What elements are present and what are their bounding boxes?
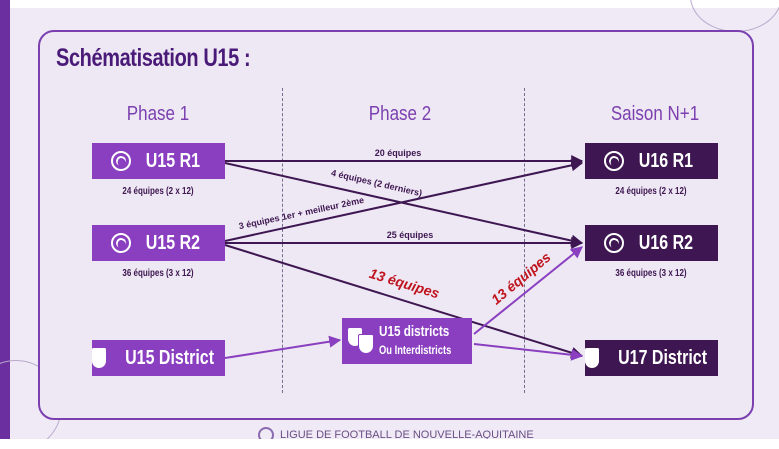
column-heading-season: Saison N+1 [610, 103, 700, 125]
node-subtitle: 24 équipes (2 x 12) [122, 186, 194, 197]
arrow-district-to-districts [224, 335, 342, 359]
football-icon [603, 151, 624, 171]
node-u15-districts: U15 districts Ou Interdistricts [342, 318, 472, 364]
arrow-r2-to-u17 [224, 244, 584, 359]
arrow-districts-to-u17 [473, 343, 584, 361]
bottom-strip [0, 439, 779, 449]
shield-icon [92, 348, 106, 368]
footer-text: LIGUE DE FOOTBALL DE NOUVELLE-AQUITAINE [280, 429, 534, 441]
node-label-line2: Ou Interdistricts [379, 343, 452, 357]
node-label: U15 R1 [145, 149, 200, 172]
flow-label-r2-u17: 13 équipes [368, 265, 442, 302]
top-strip [0, 0, 779, 8]
node-label: U15 District [124, 346, 214, 369]
flow-label-r1-u16r2: 4 équipes (2 derniers) [330, 168, 423, 199]
column-heading-phase2: Phase 2 [368, 103, 432, 125]
double-shield-icon [348, 328, 374, 354]
left-edge-band [0, 0, 10, 449]
node-u16-r2: U16 R2 [585, 225, 718, 261]
node-u17-district: U17 District [585, 340, 718, 376]
arrow-r2-to-u16r1 [224, 159, 584, 242]
node-u15-r1: U15 R1 [92, 143, 225, 179]
flow-label-r2-u16r1: 3 équipes 1er + meilleur 2ème [238, 195, 365, 231]
node-label: U17 District [617, 346, 707, 369]
flow-label-r2-u16r2: 25 équipes [387, 230, 434, 240]
node-label: U15 R2 [145, 231, 200, 254]
flow-label-r1-u16r1: 20 équipes [375, 148, 422, 158]
node-subtitle: 36 équipes (3 x 12) [615, 268, 687, 279]
football-icon [110, 233, 131, 253]
column-heading-phase1: Phase 1 [126, 103, 190, 125]
node-subtitle: 24 équipes (2 x 12) [615, 186, 687, 197]
node-u15-r2: U15 R2 [92, 225, 225, 261]
shield-icon [585, 348, 599, 368]
column-divider [282, 88, 283, 393]
node-label: U16 R1 [638, 149, 693, 172]
node-subtitle: 36 équipes (3 x 12) [122, 268, 194, 279]
football-icon [603, 233, 624, 253]
football-icon [110, 151, 131, 171]
node-u15-district: U15 District [92, 340, 225, 376]
column-divider [524, 88, 525, 393]
arrow-districts-to-u16r2 [473, 246, 583, 335]
page-title: Schématisation U15 : [56, 44, 251, 72]
node-label-line1: U15 districts [379, 323, 450, 340]
node-u16-r1: U16 R1 [585, 143, 718, 179]
node-label: U16 R2 [638, 231, 693, 254]
